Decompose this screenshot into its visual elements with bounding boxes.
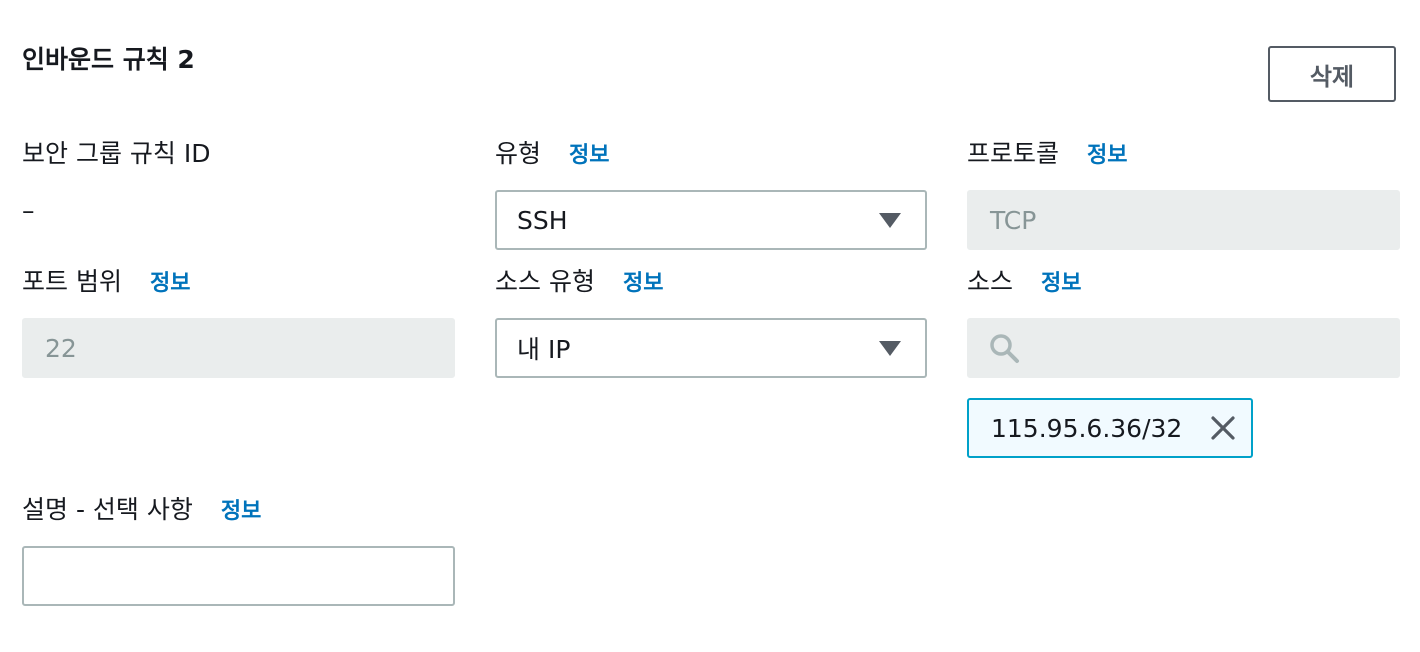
- source-token: 115.95.6.36/32: [967, 398, 1253, 458]
- port-range-label: 포트 범위 정보: [22, 262, 190, 298]
- description-input[interactable]: [22, 546, 455, 606]
- close-icon[interactable]: [1207, 412, 1239, 444]
- protocol-label: 프로토콜 정보: [967, 134, 1128, 170]
- protocol-info-link[interactable]: 정보: [1087, 143, 1128, 168]
- description-label-text: 설명 - 선택 사항: [22, 495, 193, 524]
- port-range-field-value: 22: [45, 333, 77, 363]
- protocol-field: TCP: [967, 190, 1400, 250]
- description-info-link[interactable]: 정보: [220, 499, 262, 524]
- source-label-text: 소스: [967, 267, 1014, 296]
- protocol-field-value: TCP: [990, 205, 1037, 235]
- source-type-info-link[interactable]: 정보: [622, 271, 664, 296]
- type-label: 유형 정보: [495, 134, 610, 170]
- type-label-text: 유형: [495, 139, 542, 168]
- sg-rule-id-label: 보안 그룹 규칙 ID: [22, 134, 210, 170]
- delete-button[interactable]: 삭제: [1268, 46, 1396, 102]
- caret-down-icon: [879, 340, 901, 356]
- source-type-select[interactable]: 내 IP: [495, 318, 927, 378]
- port-range-label-text: 포트 범위: [22, 267, 122, 296]
- protocol-label-text: 프로토콜: [967, 139, 1060, 168]
- type-info-link[interactable]: 정보: [569, 143, 610, 168]
- sg-rule-id-label-text: 보안 그룹 규칙 ID: [22, 139, 211, 168]
- source-search-input[interactable]: [967, 318, 1400, 378]
- sg-rule-id-value: –: [22, 196, 35, 225]
- caret-down-icon: [879, 212, 901, 228]
- source-info-link[interactable]: 정보: [1041, 271, 1082, 296]
- source-type-select-value: 내 IP: [517, 335, 571, 364]
- type-select-value: SSH: [517, 205, 568, 235]
- source-type-label-text: 소스 유형: [495, 267, 595, 296]
- source-type-label: 소스 유형 정보: [495, 262, 663, 298]
- port-range-info-link[interactable]: 정보: [149, 271, 191, 296]
- port-range-field: 22: [22, 318, 455, 378]
- description-label: 설명 - 선택 사항 정보: [22, 490, 261, 526]
- search-icon: [988, 332, 1020, 364]
- type-select[interactable]: SSH: [495, 190, 927, 250]
- source-label: 소스 정보: [967, 262, 1082, 298]
- rule-title: 인바운드 규칙 2: [22, 45, 195, 74]
- source-token-label: 115.95.6.36/32: [991, 413, 1183, 443]
